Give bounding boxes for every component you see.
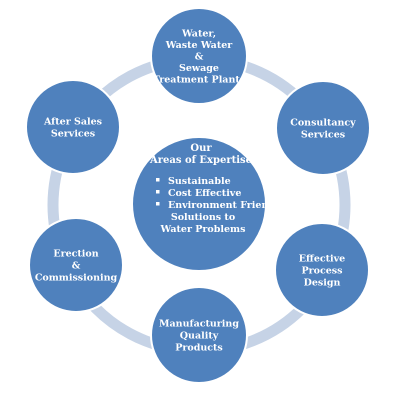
node-label-line: & <box>195 51 204 62</box>
node-circle <box>275 80 371 176</box>
node-label-line: After Sales <box>43 116 102 127</box>
node-label-line: Erection <box>53 248 98 259</box>
center-title-line: Our <box>190 143 212 154</box>
node-label-line: Services <box>301 129 345 140</box>
bullet-marker <box>156 202 160 206</box>
node-label-line: Manufacturing <box>159 318 239 329</box>
bullet-marker <box>156 178 160 182</box>
bullet-text: Sustainable <box>168 176 231 187</box>
node-label-line: Sewage <box>179 63 219 74</box>
bullet-text: Cost Effective <box>168 188 241 199</box>
bullet-text: Water Problems <box>160 224 246 235</box>
bullet-marker <box>156 190 160 194</box>
node-erection: Erection&Commissioning <box>28 217 124 313</box>
node-label-line: Treatment Plants <box>153 74 245 85</box>
node-label-line: Quality <box>180 330 219 341</box>
node-label-line: & <box>72 260 81 271</box>
node-label-line: Design <box>304 277 341 288</box>
node-label-line: Process <box>301 265 342 276</box>
node-label-line: Products <box>175 342 223 353</box>
node-label-line: Waste Water <box>165 40 234 51</box>
bullet-text: Solutions to <box>171 212 235 223</box>
node-label-line: Services <box>51 128 95 139</box>
node-circle <box>25 79 121 175</box>
node-label-line: Water, <box>181 28 216 39</box>
node-circle <box>150 286 248 384</box>
node-circle <box>274 222 370 318</box>
center-circle <box>131 136 267 272</box>
node-circle <box>28 217 124 313</box>
node-label-line: Commissioning <box>35 272 118 283</box>
bullet-text: Environment Friendly <box>168 200 285 211</box>
node-label-line: Consultancy <box>290 117 356 128</box>
center-title-line: Areas of Expertise <box>149 155 252 166</box>
node-label-line: Effective <box>299 253 345 264</box>
node-circle <box>150 7 248 105</box>
